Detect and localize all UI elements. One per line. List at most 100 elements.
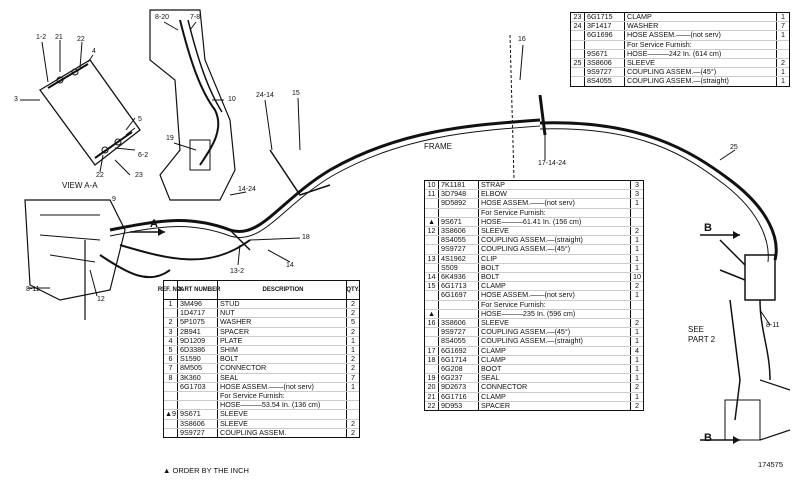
description-cell: SPACER [481, 401, 511, 410]
part-number-cell: S1590 [178, 355, 218, 364]
callout-number: 15 [292, 90, 300, 97]
qty-cell [776, 40, 789, 49]
part-number-cell: 9D1209 [178, 336, 218, 346]
part-number-cell: 8S4055 [585, 77, 625, 86]
qty-cell: 1 [630, 236, 643, 245]
part-number-cell: 3S8606 [178, 419, 218, 428]
description-cell: SLEEVE [220, 410, 248, 419]
ref-no-cell: 20 [425, 383, 439, 392]
table-row: For Service Furnish: [571, 40, 789, 50]
table-row: HOSE———53.54 In. (136 cm) [164, 401, 359, 411]
callout-number: 18 [302, 234, 310, 241]
frame-label: FRAME [424, 142, 452, 151]
ref-no-cell [425, 236, 439, 245]
ref-no-cell [425, 337, 439, 346]
part-number-cell: 3F1417 [585, 21, 625, 31]
callout-number: 14 [286, 262, 294, 269]
description-cell: HOSE ASSEM.——(not serv) [481, 199, 575, 208]
description-cell: SEAL [220, 373, 239, 382]
callout-number: 10 [228, 96, 236, 103]
ref-no-cell [164, 419, 178, 428]
ref-no-cell: ▲ [425, 309, 439, 319]
part-number-cell: 9D5892 [439, 199, 479, 208]
ref-no-cell: 6 [164, 355, 178, 364]
ref-no-cell: 13 [425, 254, 439, 263]
qty-cell: 1 [630, 199, 643, 208]
ref-no-cell: ▲ [425, 217, 439, 227]
qty-cell [346, 410, 359, 419]
qty-cell: 2 [776, 58, 789, 68]
qty-cell: 1 [630, 291, 643, 300]
description-cell: HOSE ASSEM.——(not serv) [481, 291, 575, 300]
ref-no-cell: 19 [425, 374, 439, 383]
qty-cell: 1 [630, 328, 643, 337]
description-cell: STRAP [481, 181, 505, 189]
description-cell: COUPLING ASSEM.—(45°) [481, 328, 571, 337]
header-part: PART NUMBER [177, 281, 220, 299]
qty-cell: 4 [630, 346, 643, 355]
table-row: 9S671 HOSE———242 In. (614 cm) [571, 49, 789, 60]
ref-no-cell: 8 [164, 373, 178, 382]
description-cell: WASHER [627, 22, 659, 31]
ref-no-cell [571, 40, 585, 49]
header-qty: QTY. [346, 281, 360, 299]
description-cell: CLAMP [481, 346, 506, 355]
callout-number: 6-2 [138, 152, 149, 159]
qty-cell: 2 [630, 318, 643, 328]
callout-number: 24-14 [256, 92, 274, 99]
description-cell: SLEEVE [220, 419, 248, 428]
part-number-cell: 9S671 [178, 410, 218, 419]
part-number-cell: 9S671 [439, 217, 479, 227]
ref-no-cell: 11 [425, 189, 439, 199]
qty-cell: 1 [630, 263, 643, 273]
qty-cell: 10 [630, 272, 643, 282]
part-number-cell: 3M496 [178, 299, 218, 309]
description-cell: HOSE———53.54 In. (136 cm) [220, 401, 321, 410]
qty-cell: 1 [776, 31, 789, 40]
callout-number: 25 [730, 144, 738, 151]
ref-no-cell: ▲9 [164, 409, 178, 419]
description-cell: SLEEVE [627, 59, 655, 68]
description-cell: CLAMP [481, 392, 506, 401]
callout-number: 9 [112, 196, 116, 203]
ref-no-cell: 3 [164, 327, 178, 336]
description-cell: HOSE———242 In. (614 cm) [627, 49, 722, 58]
qty-cell: 7 [776, 21, 789, 31]
qty-cell: 2 [346, 308, 359, 318]
part-number-cell [439, 300, 479, 309]
ref-no-cell [425, 300, 439, 309]
table-header: REF. NO. PART NUMBER DESCRIPTION QTY. [158, 281, 360, 300]
qty-cell: 2 [346, 364, 359, 373]
description-cell: SPACER [220, 327, 250, 336]
part-number-cell [178, 401, 218, 410]
qty-cell: 2 [630, 383, 643, 392]
ref-no-cell [425, 291, 439, 300]
qty-cell: 1 [630, 374, 643, 383]
part-number-cell: 6G1714 [439, 355, 479, 365]
section-b-label-2: B [704, 432, 712, 444]
ref-no-cell: 21 [425, 392, 439, 401]
part-number-cell [439, 309, 479, 319]
hose-25 [539, 121, 778, 261]
description-cell: STUD [220, 300, 240, 308]
ref-no-cell [571, 31, 585, 40]
description-cell: SLEEVE [481, 319, 509, 328]
description-cell: BOLT [481, 273, 500, 282]
qty-cell: 1 [346, 345, 359, 355]
qty-cell: 2 [346, 428, 359, 438]
pump-housing [24, 199, 126, 301]
description-cell: ELBOW [481, 190, 507, 199]
qty-cell [630, 208, 643, 217]
ref-no-cell: 7 [164, 364, 178, 373]
